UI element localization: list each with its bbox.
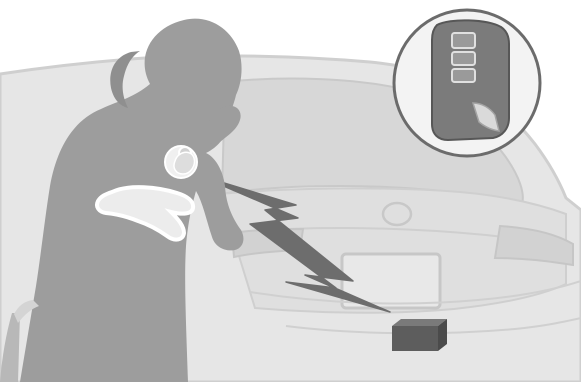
pacemaker-icon <box>165 146 197 178</box>
sensor-box-icon <box>392 319 447 351</box>
smart-key-icon <box>432 20 509 140</box>
smart-key-inset <box>394 10 540 156</box>
